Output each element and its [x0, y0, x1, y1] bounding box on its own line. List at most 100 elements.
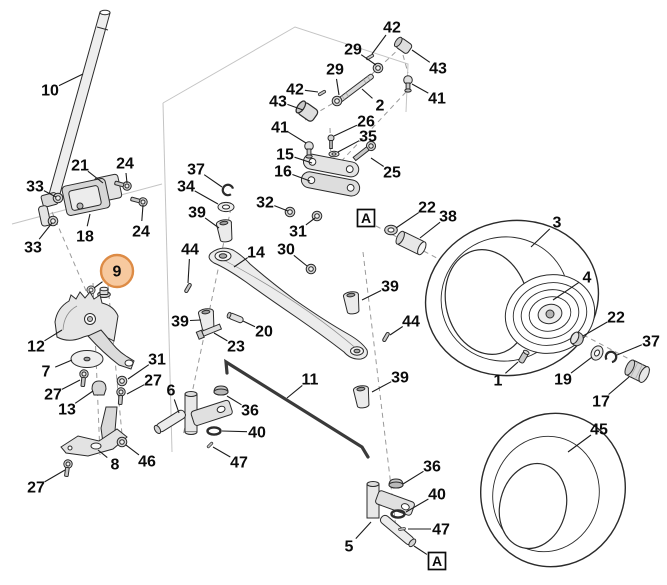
hub-cap-part: [624, 359, 650, 383]
callout-36-30[interactable]: 36: [241, 403, 259, 420]
callout-30-25[interactable]: 30: [277, 242, 295, 259]
callout-43-40[interactable]: 43: [269, 94, 287, 111]
callout-39-54[interactable]: 39: [391, 370, 409, 387]
callout-34-19[interactable]: 34: [177, 179, 195, 196]
callout-7-9[interactable]: 7: [42, 364, 51, 381]
callout-39-26[interactable]: 39: [171, 314, 189, 331]
callout-31-24[interactable]: 31: [289, 224, 307, 241]
callout-6-14[interactable]: 6: [167, 383, 176, 400]
screw-part: [327, 134, 335, 149]
callout-12-8[interactable]: 12: [27, 339, 45, 356]
callout-3-50[interactable]: 3: [553, 215, 562, 232]
leader-line-11-29: [286, 384, 303, 399]
callout-18-5[interactable]: 18: [76, 229, 94, 246]
callout-29-34[interactable]: 29: [326, 62, 344, 79]
spacer-ring-part: [384, 224, 398, 236]
callout-24-3[interactable]: 24: [116, 156, 134, 173]
column-nut-part: [47, 215, 59, 227]
callout-45-60[interactable]: 45: [590, 422, 608, 439]
callout-25-44[interactable]: 25: [383, 165, 401, 182]
callout-37-18[interactable]: 37: [187, 162, 205, 179]
callout-40-31[interactable]: 40: [248, 425, 266, 442]
leader-line-42-39: [304, 89, 319, 93]
callout-22-48[interactable]: 22: [418, 200, 436, 217]
callout-9-7[interactable]: 9: [113, 264, 122, 281]
link-plate-part: [302, 153, 360, 178]
callout-36-61[interactable]: 36: [423, 459, 441, 476]
left-spindle-part: [153, 391, 233, 435]
leader-line-43-40: [287, 103, 304, 111]
callout-40-62[interactable]: 40: [428, 487, 446, 504]
leader-line-4-51: [552, 282, 580, 301]
callout-20-27[interactable]: 20: [255, 324, 273, 341]
callout-42-39[interactable]: 42: [286, 82, 304, 99]
leader-line-19-58: [570, 356, 593, 374]
callout-29-33[interactable]: 29: [344, 42, 362, 59]
leader-line-5-64: [355, 521, 372, 539]
callout-33-6[interactable]: 33: [24, 240, 42, 257]
callout-44-21[interactable]: 44: [181, 242, 199, 259]
leader-line-44-53: [389, 326, 404, 336]
callout-10-0[interactable]: 10: [41, 83, 59, 100]
column-nut-part: [52, 192, 64, 204]
callout-38-49[interactable]: 38: [439, 209, 457, 226]
e-clip-part: [220, 182, 235, 198]
leader-line-9-7: [93, 281, 103, 289]
ball-stud-part: [403, 75, 413, 93]
callout-4-51[interactable]: 4: [583, 270, 592, 287]
callout-2-38[interactable]: 2: [376, 98, 385, 115]
axle-washer-part: [590, 345, 604, 361]
washer-part: [217, 201, 235, 213]
seal-ring-part: [390, 509, 406, 519]
callout-13-11[interactable]: 13: [58, 402, 76, 419]
callout-15-45[interactable]: 15: [276, 147, 294, 164]
callout-35-43[interactable]: 35: [359, 129, 377, 146]
callout-11-29[interactable]: 11: [302, 372, 319, 389]
bushing-part: [352, 384, 372, 410]
callout-41-41[interactable]: 41: [271, 120, 289, 137]
leader-line-43-36: [411, 49, 431, 63]
callout-8-15[interactable]: 8: [111, 457, 120, 474]
callout-32-23[interactable]: 32: [256, 195, 274, 212]
callout-21-2[interactable]: 21: [71, 158, 89, 175]
highlight-circle[interactable]: [99, 253, 135, 289]
callout-47-63[interactable]: 47: [432, 522, 450, 539]
callout-27-13[interactable]: 27: [144, 373, 162, 390]
callout-31-12[interactable]: 31: [148, 352, 166, 369]
leader-line-24-3: [125, 172, 128, 184]
valve-stem-part: [518, 349, 530, 364]
callout-26-42[interactable]: 26: [357, 114, 375, 131]
plug-part: [91, 380, 107, 396]
leader-line-23-28: [213, 332, 228, 342]
leader-line-16-46: [292, 173, 311, 182]
leader-line-39-26: [189, 319, 202, 322]
callout-16-46[interactable]: 16: [274, 164, 292, 181]
callout-33-1[interactable]: 33: [26, 179, 44, 196]
callout-42-35[interactable]: 42: [383, 20, 401, 37]
callout-24-4[interactable]: 24: [132, 224, 150, 241]
callout-46-16[interactable]: 46: [138, 454, 156, 471]
nut-part: [116, 375, 128, 387]
callout-23-28[interactable]: 23: [227, 339, 245, 356]
leader-line-41-41: [288, 131, 307, 144]
callout-47-32[interactable]: 47: [230, 455, 248, 472]
callout-43-36[interactable]: 43: [429, 61, 447, 78]
callout-1-57[interactable]: 1: [494, 373, 503, 390]
callout-39-20[interactable]: 39: [188, 205, 206, 222]
callout-27-17[interactable]: 27: [27, 480, 45, 497]
leader-line-14-22: [233, 257, 249, 268]
callout-27-10[interactable]: 27: [44, 387, 62, 404]
right-spindle-part: [366, 481, 417, 548]
nut-part: [284, 206, 296, 218]
callout-5-64[interactable]: 5: [345, 539, 354, 556]
callout-17-59[interactable]: 17: [592, 394, 610, 411]
callout-44-53[interactable]: 44: [402, 314, 420, 331]
callout-37-56[interactable]: 37: [642, 334, 660, 351]
callout-41-37[interactable]: 41: [428, 91, 446, 108]
callout-22-55[interactable]: 22: [607, 310, 625, 327]
pin-part: [206, 441, 214, 449]
leader-line-36-30: [226, 395, 242, 406]
callout-14-22[interactable]: 14: [247, 245, 265, 262]
callout-39-52[interactable]: 39: [381, 279, 399, 296]
callout-19-58[interactable]: 19: [554, 372, 572, 389]
